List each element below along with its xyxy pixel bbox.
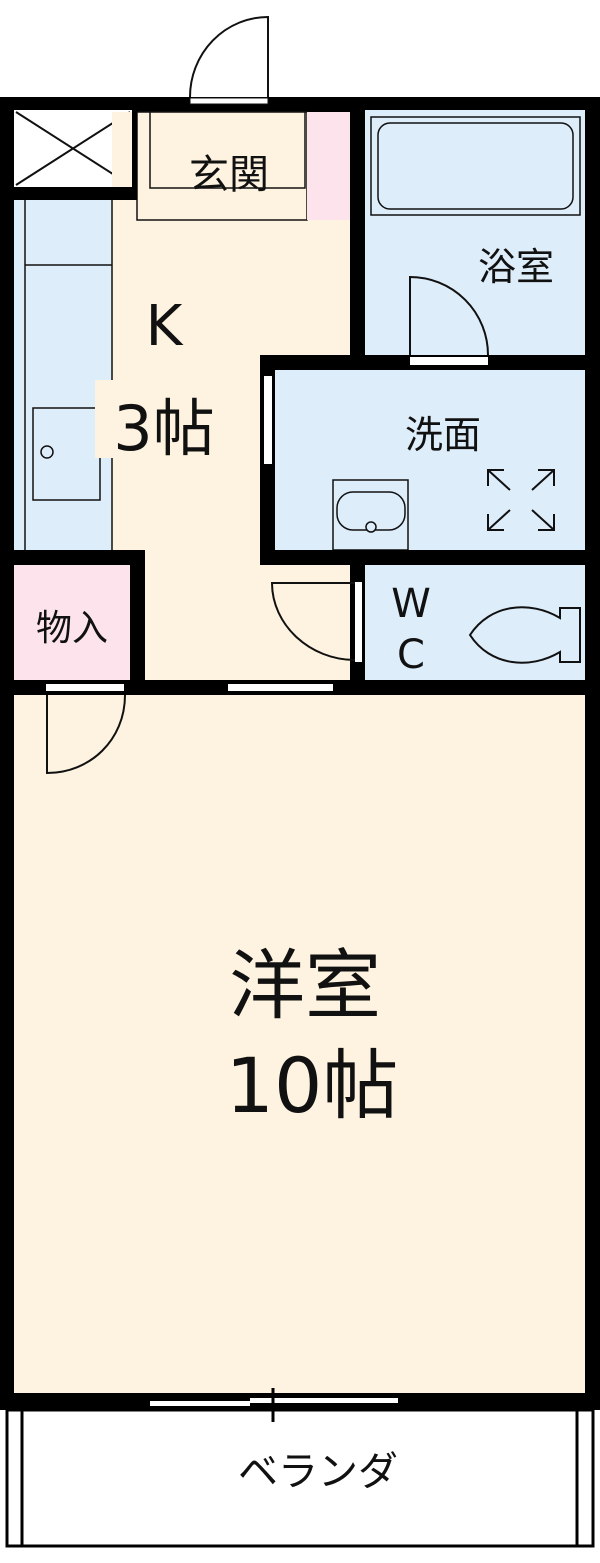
western-room-label: 洋室 <box>229 941 381 1030</box>
western-room-area <box>14 695 585 1393</box>
bathtub <box>370 116 581 216</box>
storage-label: 物入 <box>36 608 108 649</box>
western-room-size-label: 10帖 <box>226 1041 399 1130</box>
entrance-label: 玄関 <box>189 152 269 198</box>
entrance-door[interactable] <box>189 15 269 98</box>
kitchen-sink <box>32 407 101 501</box>
toilet-door[interactable] <box>270 582 356 661</box>
entrance-step <box>149 111 306 189</box>
storage-area <box>14 565 130 680</box>
sink-drain-icon <box>40 445 54 459</box>
shoe-closet <box>307 112 350 220</box>
washing-machine-icon <box>487 469 555 531</box>
bath-label: 浴室 <box>478 245 554 289</box>
wc-label-w: W <box>391 581 431 627</box>
washroom-label: 洗面 <box>405 413 481 457</box>
storage-door[interactable] <box>46 694 126 775</box>
bath-area <box>365 110 585 355</box>
kitchen-label: K <box>146 294 184 359</box>
bath-door[interactable] <box>409 275 489 356</box>
balcony <box>5 1408 595 1548</box>
toilet-icon <box>468 606 581 664</box>
balcony-window[interactable] <box>150 1401 250 1406</box>
kitchen-size-label: 3帖 <box>113 392 214 465</box>
wc-area <box>365 565 585 680</box>
washroom-area <box>275 370 585 550</box>
wc-label-c: C <box>397 632 425 678</box>
balcony-label: ベランダ <box>238 1449 398 1495</box>
